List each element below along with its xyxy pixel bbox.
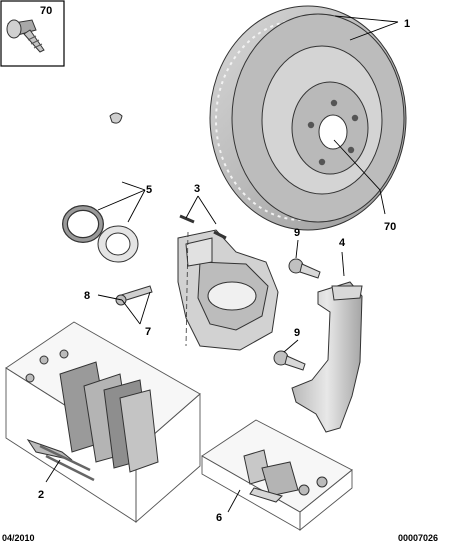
callout-9-top: 9 <box>294 227 300 239</box>
callout-7: 7 <box>145 326 151 338</box>
callout-70-disc: 70 <box>384 221 396 233</box>
callout-70-inset: 70 <box>40 5 52 17</box>
callout-4: 4 <box>339 237 346 249</box>
callout-2: 2 <box>38 489 44 501</box>
callout-3: 3 <box>194 183 200 195</box>
inset-fastener-box: 70 <box>0 0 65 67</box>
seal-rings <box>62 112 139 263</box>
brake-disc <box>209 5 407 231</box>
callout-1: 1 <box>404 18 410 30</box>
bolts-9 <box>273 258 321 371</box>
footer-reference: 00007026 <box>398 533 438 543</box>
hardware-kit-box <box>201 419 353 531</box>
callout-5: 5 <box>146 184 152 196</box>
leader-lines <box>45 15 399 513</box>
callout-8: 8 <box>84 290 90 302</box>
caliper-carrier-bracket <box>291 281 363 433</box>
brake-caliper <box>177 214 279 351</box>
torx-screw-icon <box>6 19 45 53</box>
brake-pad-kit-box <box>5 321 201 523</box>
footer-date: 04/2010 <box>2 533 35 543</box>
callout-9-bottom: 9 <box>294 327 300 339</box>
callout-6: 6 <box>216 512 222 524</box>
